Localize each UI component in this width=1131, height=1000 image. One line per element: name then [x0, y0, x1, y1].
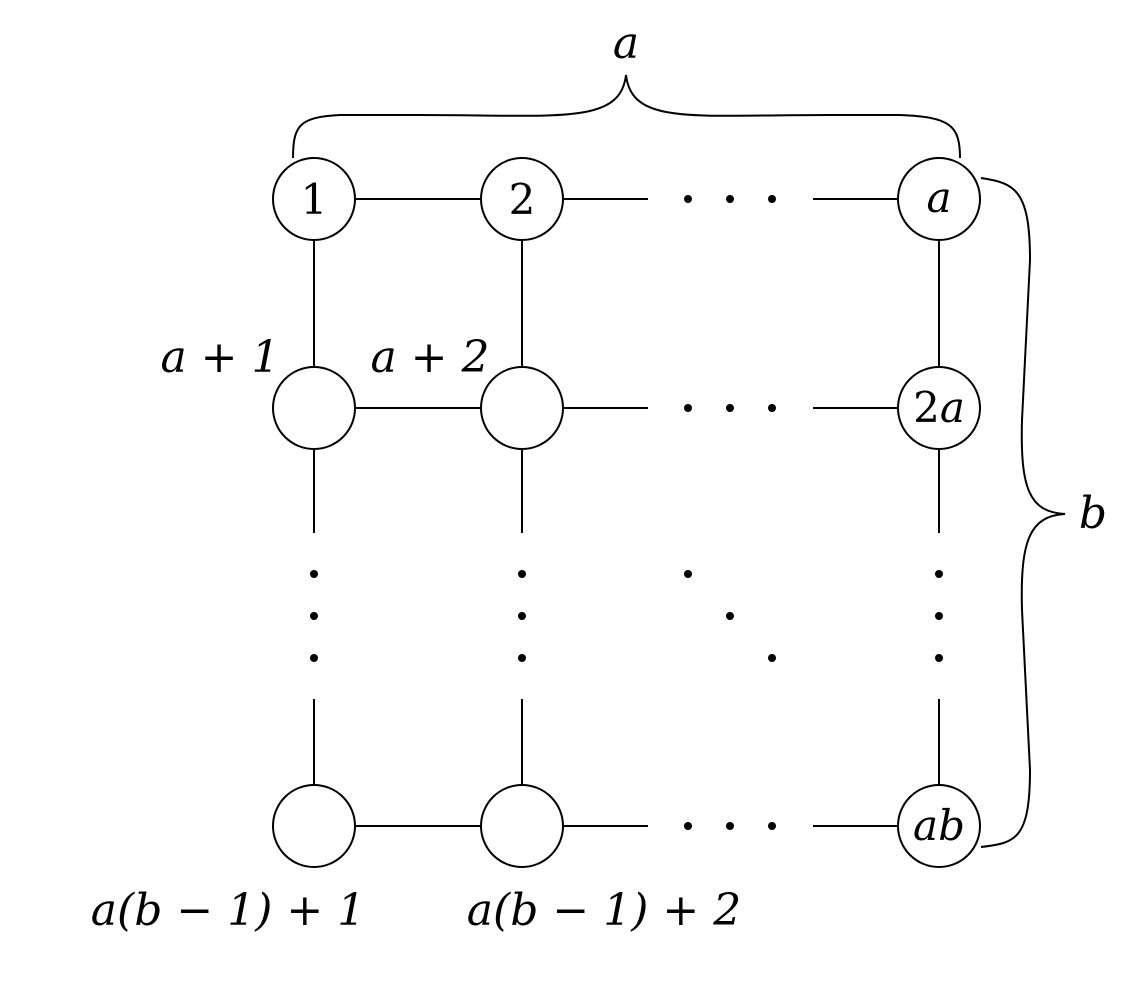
top-brace: [292, 74, 961, 159]
right-brace-label: b: [1079, 488, 1107, 539]
node-a-plus-1: [272, 366, 356, 450]
row2-ellipsis: [684, 404, 776, 412]
label-a-plus-1: a + 1: [160, 332, 279, 383]
row1-ellipsis: [684, 195, 776, 203]
cola-vertical-ellipsis: [935, 570, 943, 662]
rowb-ellipsis: [684, 822, 776, 830]
label-a-plus-2: a + 2: [370, 332, 489, 383]
node-2: 2: [480, 157, 564, 241]
top-brace-label: a: [613, 18, 639, 69]
col1-vertical-ellipsis: [310, 570, 318, 662]
node-ab-label: ab: [913, 801, 965, 850]
node-ab-minus-1-plus-1: [272, 784, 356, 868]
node-2-label: 2: [509, 175, 536, 224]
label-ab-minus-1-plus-1: a(b − 1) + 1: [91, 885, 365, 936]
node-a-plus-2: [480, 366, 564, 450]
node-2a: 2a: [897, 366, 981, 450]
node-1: 1: [272, 157, 356, 241]
node-ab: ab: [897, 784, 981, 868]
node-ab-minus-1-plus-2: [480, 784, 564, 868]
node-a: a: [897, 157, 981, 241]
node-1-label: 1: [301, 175, 328, 224]
right-brace: [980, 177, 1066, 848]
col2-vertical-ellipsis: [518, 570, 526, 662]
node-a-label: a: [926, 173, 951, 222]
node-2a-label: 2a: [913, 383, 965, 432]
label-ab-minus-1-plus-2: a(b − 1) + 2: [467, 885, 741, 936]
diagonal-ellipsis: [684, 570, 776, 662]
